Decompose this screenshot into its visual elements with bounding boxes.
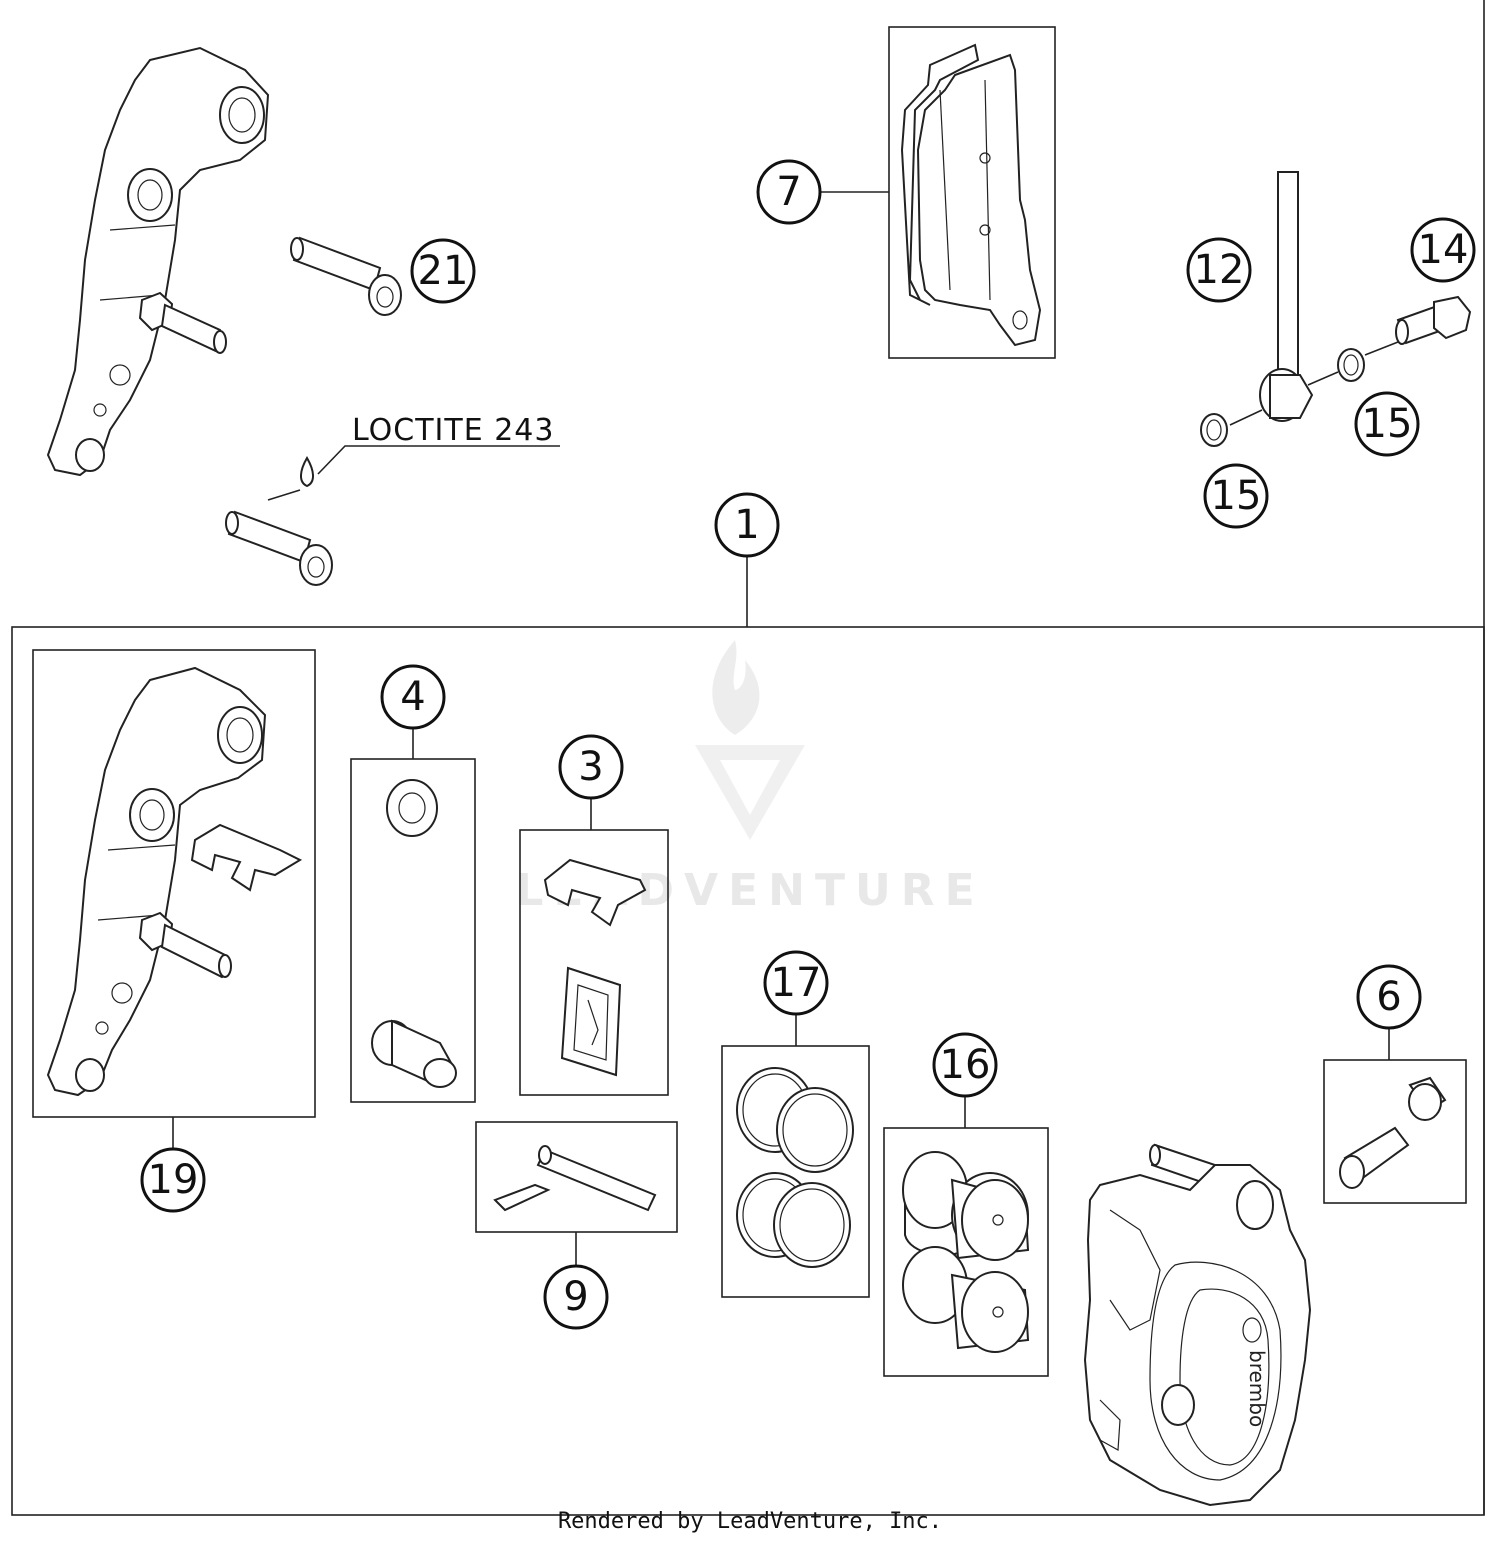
box-3 — [519, 829, 669, 1096]
callout-15-left: 15 — [1203, 463, 1269, 529]
caliper-bracket-top — [46, 46, 270, 477]
loctite-drop-icon — [300, 456, 314, 488]
brake-pads-7 — [900, 43, 1042, 347]
brake-line-12 — [1259, 171, 1314, 422]
box-6 — [1323, 1059, 1467, 1204]
caliper-body: brembo — [1083, 1143, 1312, 1507]
svg-text:9: 9 — [563, 1274, 588, 1320]
svg-text:6: 6 — [1376, 974, 1401, 1020]
svg-text:19: 19 — [148, 1157, 199, 1203]
bracket-19 — [46, 666, 303, 1097]
callout-6: 6 — [1356, 964, 1422, 1030]
callout-9: 9 — [543, 1264, 609, 1330]
svg-text:7: 7 — [776, 169, 801, 215]
callout-17: 17 — [763, 950, 829, 1016]
box-16 — [883, 1127, 1049, 1377]
pistons-16 — [902, 1151, 1030, 1353]
washer-15-left — [1200, 413, 1228, 447]
loctite-label: LOCTITE 243 — [352, 413, 554, 448]
callout-19: 19 — [140, 1147, 206, 1213]
caliper-brand-mark: brembo — [1245, 1350, 1269, 1427]
svg-text:15: 15 — [1211, 473, 1262, 519]
svg-text:3: 3 — [578, 744, 603, 790]
callout-3: 3 — [558, 734, 624, 800]
svg-text:21: 21 — [418, 248, 469, 294]
callout-4: 4 — [380, 664, 446, 730]
bolt-loctite: LOCTITE 243 — [225, 413, 560, 586]
spring-clip-3 — [543, 858, 647, 1077]
svg-text:16: 16 — [940, 1042, 991, 1088]
callout-1: 1 — [714, 492, 780, 558]
svg-text:4: 4 — [400, 674, 425, 720]
bleeder-6 — [1339, 1076, 1447, 1189]
seal-4 — [371, 779, 457, 1088]
bolt-21 — [290, 236, 402, 316]
svg-text:15: 15 — [1362, 401, 1413, 447]
callout-16: 16 — [932, 1032, 998, 1098]
box-19 — [32, 649, 316, 1118]
washer-15-right — [1337, 348, 1365, 382]
callout-15-right: 15 — [1354, 391, 1420, 457]
callout-14: 14 — [1410, 217, 1476, 283]
svg-text:17: 17 — [771, 960, 822, 1006]
footer-credit: Rendered by LeadVenture, Inc. — [558, 1509, 942, 1534]
banjo-bolt-14 — [1395, 295, 1472, 345]
pin-9 — [493, 1145, 657, 1212]
assembly-frame — [11, 626, 1485, 1516]
callout-12: 12 — [1186, 237, 1252, 303]
svg-text:1: 1 — [734, 502, 759, 548]
callout-7: 7 — [756, 159, 822, 225]
svg-text:12: 12 — [1194, 247, 1245, 293]
svg-text:14: 14 — [1418, 227, 1469, 273]
seal-rings-17 — [736, 1067, 854, 1268]
callout-21: 21 — [410, 238, 476, 304]
